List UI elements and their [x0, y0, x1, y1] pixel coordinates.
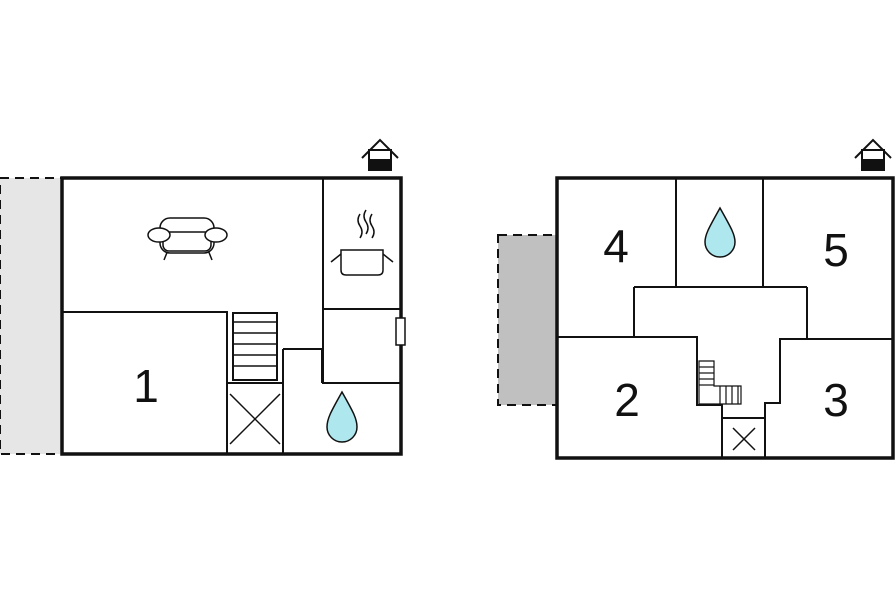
- sofa-icon: [147, 217, 228, 261]
- room-label-1: 1: [133, 360, 159, 412]
- water-drop-icon: [704, 206, 736, 258]
- room-label-3: 3: [823, 374, 849, 426]
- outer-wall: [555, 176, 895, 460]
- interior-walls: [62, 178, 401, 454]
- kitchen-pot-icon: [330, 209, 394, 276]
- closet-x-icon: [229, 393, 281, 445]
- stairs-icon: [698, 360, 742, 405]
- side-door: [395, 317, 406, 346]
- room-label-5: 5: [823, 224, 849, 276]
- house-entrance-icon: [361, 138, 399, 171]
- terrace-left: [0, 177, 63, 455]
- upper-floor-plan: 4 5 2 3: [497, 138, 895, 460]
- interior-walls: [557, 178, 893, 458]
- stairs-icon: [232, 312, 278, 381]
- terrace-right: [497, 234, 558, 406]
- outer-wall: [60, 176, 403, 456]
- room-label-2: 2: [614, 374, 640, 426]
- closet-x-icon: [732, 427, 756, 451]
- house-entrance-icon: [854, 138, 892, 171]
- ground-floor-plan: 1: [0, 138, 406, 456]
- room-label-4: 4: [603, 220, 629, 272]
- water-drop-icon: [326, 390, 358, 443]
